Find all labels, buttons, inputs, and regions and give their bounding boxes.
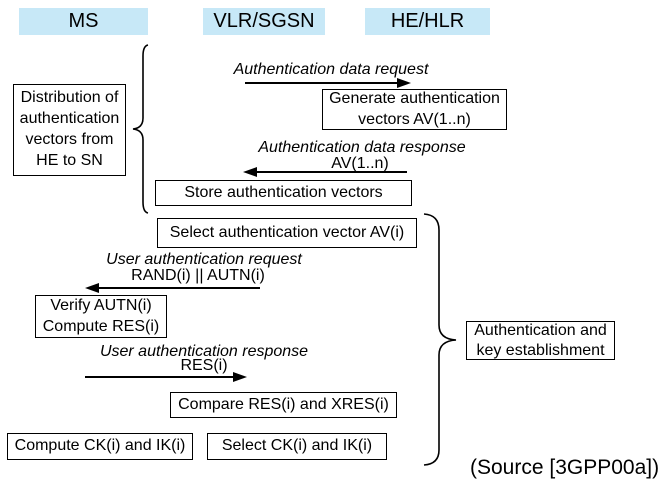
msg-user-auth-request-params: RAND(i) || AUTN(i) [131, 267, 265, 284]
step-compare-res: Compare RES(i) and XRES(i) [170, 392, 397, 418]
arrow-auth-data-request [245, 78, 411, 88]
step-verify-compute: Verify AUTN(i) Compute RES(i) [35, 295, 167, 338]
step-compute-ck-ik: Compute CK(i) and IK(i) [7, 433, 193, 460]
msg-user-auth-response-label: User authentication response [99, 343, 309, 360]
msg-user-auth-response-params: RES(i) [180, 357, 228, 374]
step-generate-vectors: Generate authentication vectors AV(1..n) [322, 89, 507, 130]
source-citation: (Source [3GPP00a]) [470, 456, 660, 479]
note-distribution-phase: Distribution of authentication vectors f… [13, 84, 126, 176]
brace-authentication [423, 213, 457, 466]
step-store-vectors: Store authentication vectors [155, 180, 412, 206]
actor-he-hlr: HE/HLR [365, 8, 490, 35]
msg-auth-data-request-label: Authentication data request [233, 61, 429, 78]
brace-distribution [132, 44, 149, 214]
step-select-vector: Select authentication vector AV(i) [157, 218, 417, 248]
actor-vlr-sgsn: VLR/SGSN [203, 8, 325, 35]
msg-auth-data-response-label: Authentication data response [258, 139, 466, 156]
actor-ms: MS [19, 8, 148, 35]
msg-user-auth-request-label: User authentication request [106, 251, 302, 268]
note-authentication-phase: Authentication and key establishment [466, 321, 615, 360]
msg-auth-data-response-params: AV(1..n) [331, 155, 389, 172]
step-select-ck-ik: Select CK(i) and IK(i) [207, 433, 387, 460]
